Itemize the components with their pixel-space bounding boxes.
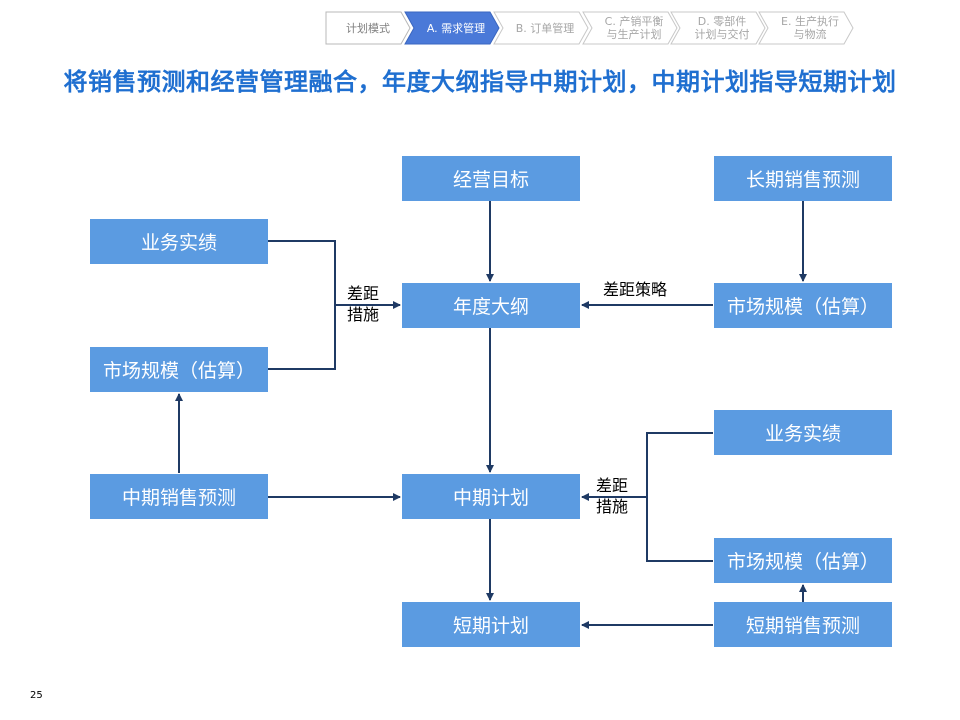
nav-step-production-execution[interactable]: E. 生产执行 与物流 bbox=[758, 11, 854, 45]
nav-step-demand-management[interactable]: A. 需求管理 bbox=[404, 11, 500, 45]
node-long-sales-forecast: 长期销售预测 bbox=[714, 156, 892, 201]
nav-step-production-balance[interactable]: C. 产销平衡 与生产计划 bbox=[582, 11, 678, 45]
nav-step-label: B. 订单管理 bbox=[515, 21, 575, 35]
node-short-term-plan: 短期计划 bbox=[402, 602, 580, 647]
node-mid-term-plan: 中期计划 bbox=[402, 474, 580, 519]
slide-title: 将销售预测和经营管理融合，年度大纲指导中期计划，中期计划指导短期计划 bbox=[63, 68, 897, 96]
bracket-left-top bbox=[268, 240, 336, 370]
nav-step-order-management[interactable]: B. 订单管理 bbox=[493, 11, 589, 45]
nav-step-label: D. 零部件 计划与交付 bbox=[694, 15, 750, 41]
nav-step-shape bbox=[404, 11, 500, 45]
nav-step-label: 计划模式 bbox=[346, 21, 390, 35]
node-actual-performance-right: 业务实绩 bbox=[714, 410, 892, 455]
node-market-size-right-bottom: 市场规模（估算） bbox=[714, 538, 892, 583]
nav-step-shape bbox=[758, 11, 854, 45]
bracket-right-middle bbox=[646, 432, 713, 562]
node-short-sales-forecast: 短期销售预测 bbox=[714, 602, 892, 647]
node-business-goal: 经营目标 bbox=[402, 156, 580, 201]
nav-step-label: A. 需求管理 bbox=[426, 21, 486, 35]
node-mid-sales-forecast: 中期销售预测 bbox=[90, 474, 268, 519]
nav-step-shape bbox=[582, 11, 678, 45]
nav-step-shape bbox=[493, 11, 589, 45]
node-annual-outline: 年度大纲 bbox=[402, 283, 580, 328]
note-gap-measures-top: 差距 措施 bbox=[347, 284, 380, 324]
nav-step-label: E. 生产执行 与物流 bbox=[781, 15, 839, 41]
nav-step-parts-planning[interactable]: D. 零部件 计划与交付 bbox=[670, 11, 766, 45]
nav-step-plan-mode[interactable]: 计划模式 bbox=[325, 11, 411, 45]
note-gap-measures-bottom: 差距 措施 bbox=[596, 476, 629, 516]
nav-step-shape bbox=[670, 11, 766, 45]
node-market-size-right-top: 市场规模（估算） bbox=[714, 283, 892, 328]
nav-step-label: C. 产销平衡 与生产计划 bbox=[604, 15, 664, 41]
node-actual-performance-left: 业务实绩 bbox=[90, 219, 268, 264]
node-market-size-left: 市场规模（估算） bbox=[90, 347, 268, 392]
note-gap-strategy: 差距策略 bbox=[603, 280, 668, 299]
nav-step-shape bbox=[325, 11, 411, 45]
page-number: 25 bbox=[30, 690, 43, 701]
